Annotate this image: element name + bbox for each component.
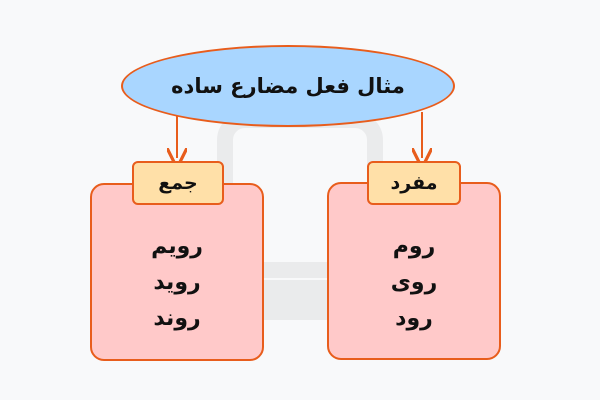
plural-verb-item: رویم — [151, 234, 203, 259]
singular-verb-list: روم روی رود — [327, 229, 501, 337]
diagram-title: مثال فعل مضارع ساده — [171, 74, 405, 98]
singular-verb-item: روم — [392, 234, 436, 259]
plural-verb-list: رویم روید روند — [90, 229, 264, 337]
plural-verb-item: روید — [153, 270, 201, 295]
singular-label: مفرد — [367, 161, 461, 205]
plural-label: جمع — [132, 161, 224, 205]
plural-box — [90, 183, 264, 361]
singular-verb-item: روی — [390, 270, 438, 295]
title-ellipse: مثال فعل مضارع ساده — [121, 45, 455, 127]
plural-verb-item: روند — [153, 306, 201, 331]
singular-verb-item: رود — [395, 306, 433, 331]
